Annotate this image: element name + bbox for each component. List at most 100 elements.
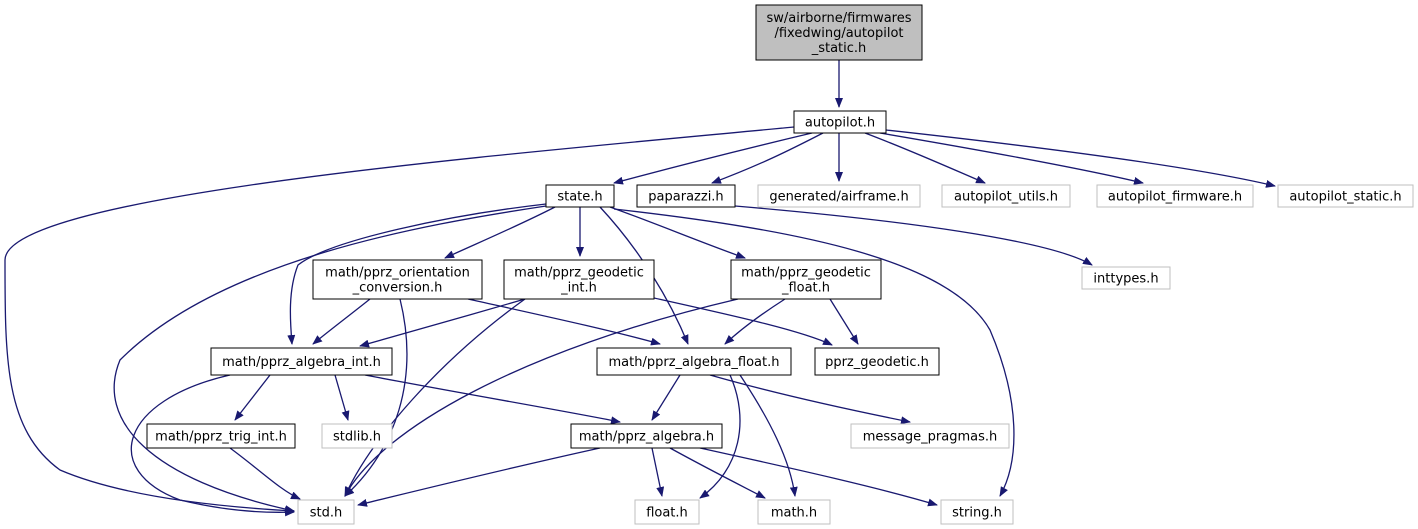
edge-geodetic-float-to-std: [344, 298, 739, 497]
node-box: [1081, 266, 1171, 290]
edges-layer: [4, 60, 1276, 517]
node-label: _conversion.h: [352, 281, 443, 296]
node-label: math/pprz_geodetic: [741, 266, 871, 281]
node-label: autopilot_firmware.h: [1108, 190, 1242, 205]
edge-orientation-to-algebra-float: [467, 298, 661, 346]
node-label: float.h: [646, 506, 688, 521]
node-box: [545, 184, 615, 208]
node-stdlib-h: stdlib.h: [321, 423, 393, 449]
node-box: [321, 423, 393, 449]
node-inttypes-h: inttypes.h: [1081, 266, 1171, 290]
node-label: generated/airframe.h: [769, 190, 908, 205]
edge-state-to-string: [613, 208, 1015, 497]
node-box: [757, 184, 921, 208]
node-float-h: float.h: [634, 499, 700, 525]
node-box: [755, 4, 923, 61]
node-geodetic-int-h[interactable]: math/pprz_geodetic_int.h: [503, 259, 655, 300]
node-box: [940, 499, 1014, 525]
node-box: [312, 259, 483, 300]
node-box: [1096, 184, 1254, 208]
node-algebra-float-h[interactable]: math/pprz_algebra_float.h: [596, 347, 792, 376]
node-box: [596, 347, 792, 376]
node-autopilot-h[interactable]: autopilot.h: [793, 110, 887, 134]
edge-state-to-orientation: [444, 206, 556, 259]
node-label: /fixedwing/autopilot: [774, 26, 903, 41]
node-geodetic-float-h[interactable]: math/pprz_geodetic_float.h: [730, 259, 882, 300]
edge-trig-to-std: [229, 447, 301, 500]
edge-autopilot-to-std: [4, 126, 795, 515]
node-label: pprz_geodetic.h: [825, 355, 929, 370]
node-label: message_pragmas.h: [863, 430, 998, 445]
node-box: [503, 259, 655, 300]
edge-state-to-std: [113, 205, 547, 514]
edge-algebra-int-to-trig: [234, 374, 271, 421]
edge-algebra-int-to-algebra: [364, 374, 621, 425]
node-label: autopilot_utils.h: [954, 190, 1058, 205]
node-autopilot-utils-h: autopilot_utils.h: [941, 184, 1071, 208]
node-algebra-h[interactable]: math/pprz_algebra.h: [570, 423, 723, 449]
node-box: [1277, 184, 1414, 208]
node-label: _static.h: [811, 41, 867, 56]
node-label: math/pprz_trig_int.h: [155, 430, 287, 445]
edge-state-to-algebra-int: [287, 203, 547, 345]
node-label: math/pprz_algebra_int.h: [222, 355, 381, 370]
node-box: [146, 423, 296, 449]
edge-autopilot-to-static: [885, 129, 1276, 188]
node-label: std.h: [310, 506, 343, 521]
node-label: stdlib.h: [333, 430, 381, 445]
node-box: [757, 499, 831, 525]
node-std-h: std.h: [297, 499, 355, 525]
edge-orientation-to-std: [344, 298, 408, 497]
node-box: [636, 184, 736, 208]
node-box: [814, 347, 940, 376]
node-autopilot-static-h: autopilot_static.h: [1277, 184, 1414, 208]
edge-geodetic-float-to-pprz-geodetic: [829, 298, 859, 345]
node-label: math/pprz_algebra.h: [579, 430, 714, 445]
node-label: paparazzi.h: [648, 190, 723, 205]
node-orientation-conversion-h[interactable]: math/pprz_orientation_conversion.h: [312, 259, 483, 300]
edge-geodetic-int-to-algebra-int: [359, 298, 526, 348]
node-algebra-int-h[interactable]: math/pprz_algebra_int.h: [210, 347, 393, 376]
edge-autopilot-to-utils: [864, 132, 986, 184]
node-label: string.h: [952, 506, 1002, 521]
edge-paparazzi-to-inttypes: [734, 205, 1093, 266]
node-box: [210, 347, 393, 376]
node-box: [297, 499, 355, 525]
node-math-h: math.h: [757, 499, 831, 525]
node-trig-int-h[interactable]: math/pprz_trig_int.h: [146, 423, 296, 449]
edge-algebra-int-to-stdlib: [334, 374, 350, 421]
node-label: inttypes.h: [1093, 272, 1158, 287]
node-title-node[interactable]: sw/airborne/firmwares/fixedwing/autopilo…: [755, 4, 923, 61]
edge-algebra-float-to-float: [699, 374, 741, 499]
node-label: sw/airborne/firmwares: [766, 11, 911, 26]
node-string-h: string.h: [940, 499, 1014, 525]
edge-algebra-float-to-message: [709, 374, 911, 425]
node-state-h[interactable]: state.h: [545, 184, 615, 208]
edge-algebra-to-std: [357, 447, 601, 507]
edge-algebra-float-to-math: [739, 374, 798, 497]
edge-state-to-geodetic-float: [609, 206, 746, 259]
node-label: autopilot_static.h: [1289, 190, 1401, 205]
node-label: _int.h: [560, 281, 597, 296]
node-label: math.h: [771, 506, 817, 521]
node-label: autopilot.h: [805, 116, 875, 131]
node-label: _float.h: [781, 281, 830, 296]
node-box: [850, 423, 1010, 449]
edge-autopilot-to-firmware: [879, 132, 1144, 185]
edge-algebra-to-math: [669, 447, 766, 499]
node-label: state.h: [557, 190, 602, 205]
edge-algebra-float-to-algebra: [651, 374, 681, 421]
node-autopilot-firmware-h: autopilot_firmware.h: [1096, 184, 1254, 208]
node-paparazzi-h[interactable]: paparazzi.h: [636, 184, 736, 208]
node-pprz-geodetic-h[interactable]: pprz_geodetic.h: [814, 347, 940, 376]
node-box: [730, 259, 882, 300]
edge-algebra-int-to-std: [130, 374, 295, 517]
edge-algebra-to-string: [699, 447, 938, 507]
edge-orientation-to-algebra-int: [312, 298, 371, 345]
node-message-pragmas-h: message_pragmas.h: [850, 423, 1010, 449]
edge-algebra-to-float: [651, 447, 665, 497]
node-generated-airframe-h: generated/airframe.h: [757, 184, 921, 208]
edge-autopilot-to-state: [613, 132, 813, 185]
node-box: [941, 184, 1071, 208]
